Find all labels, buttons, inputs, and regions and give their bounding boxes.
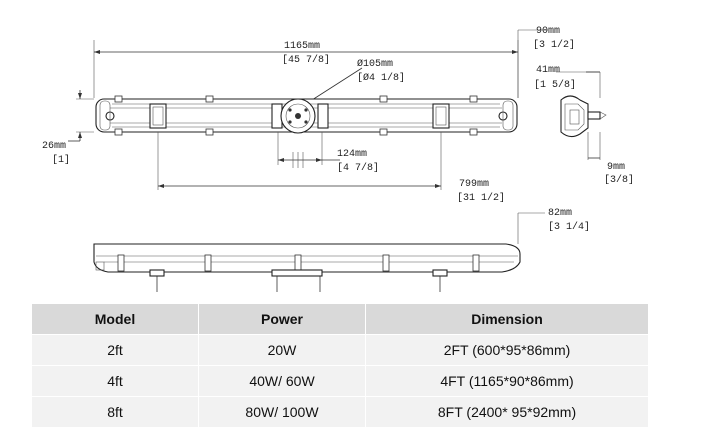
cell-model: 8ft [31,396,199,428]
clip-span-mm-label: 799mm [459,179,489,190]
height-mm-label: 26mm [42,141,66,152]
width-mm-label: 90mm [536,26,560,37]
height-in-label: [1] [52,154,70,166]
hole-diameter-in-label: [Ø4 1/8] [357,72,405,84]
lip-mm-label: 9mm [607,162,625,173]
clip-span-in-label: [31 1/2] [457,192,505,204]
cell-dimension: 2FT (600*95*86mm) [365,334,649,366]
cell-model: 4ft [31,365,199,397]
model-spec-table: Model Power Dimension 2ft 20W 2FT (600*9… [31,303,649,428]
side-height-mm-label: 82mm [548,208,572,219]
table-row: 2ft 20W 2FT (600*95*86mm) [31,334,649,366]
cell-power: 40W/ 60W [198,365,366,397]
side-height-in-label: [3 1/4] [548,221,590,233]
header-power: Power [198,303,366,335]
header-model: Model [31,303,199,335]
table-row: 8ft 80W/ 100W 8FT (2400* 95*92mm) [31,396,649,428]
cell-power: 80W/ 100W [198,396,366,428]
table-header-row: Model Power Dimension [31,303,649,335]
lip-in-label: [3/8] [604,174,634,186]
length-mm-label: 1165mm [284,41,320,52]
depth-in-label: [1 5/8] [534,79,576,91]
cell-dimension: 8FT (2400* 95*92mm) [365,396,649,428]
hole-diameter-mm-label: Ø105mm [357,58,393,70]
width-in-label: [3 1/2] [533,39,575,51]
cell-dimension: 4FT (1165*90*86mm) [365,365,649,397]
hole-span-mm-label: 124mm [337,149,367,160]
end-view: 90mm [3 1/2] 41mm [1 5/8] 9mm [3/8] [517,26,634,186]
top-view: 1165mm [45 7/8] Ø105mm [Ø4 1/8] [42,40,519,204]
cell-power: 20W [198,334,366,366]
header-dimension: Dimension [365,303,649,335]
depth-mm-label: 41mm [536,65,560,76]
table-row: 4ft 40W/ 60W 4FT (1165*90*86mm) [31,365,649,397]
side-view: 82mm [3 1/4] [93,208,590,292]
length-in-label: [45 7/8] [282,54,330,66]
cell-model: 2ft [31,334,199,366]
hole-span-in-label: [4 7/8] [337,162,379,174]
technical-drawing: 1165mm [45 7/8] Ø105mm [Ø4 1/8] [42,26,634,292]
